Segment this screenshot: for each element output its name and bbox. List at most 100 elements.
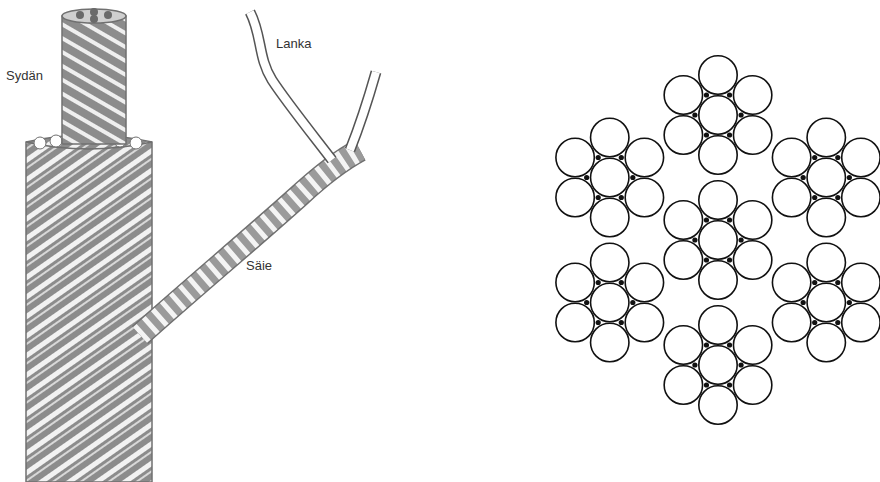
wire-interstice (801, 175, 806, 180)
wire-interstice (596, 195, 601, 200)
wire-section (733, 116, 771, 154)
wire-interstice (630, 300, 635, 305)
wire-interstice (596, 320, 601, 325)
wire-section (807, 118, 845, 156)
wire-section (733, 241, 771, 279)
wire-section (733, 326, 771, 364)
wire-interstice (812, 155, 817, 160)
wire-interstice (704, 342, 709, 347)
wire-interstice (835, 195, 840, 200)
wire-section (625, 303, 663, 341)
wire-interstice (596, 280, 601, 285)
wire-section (591, 158, 629, 196)
rope-core (62, 16, 126, 144)
wire-section (842, 263, 880, 301)
wire-interstice (738, 112, 743, 117)
strand-twist (140, 150, 360, 335)
core-top (62, 9, 126, 23)
wire-section (591, 323, 629, 361)
wire-section (664, 366, 702, 404)
wire-section (625, 138, 663, 176)
wire-interstice (704, 92, 709, 97)
wire-section (699, 56, 737, 94)
wire-section (625, 263, 663, 301)
wire-section (664, 201, 702, 239)
wire-interstice (847, 175, 852, 180)
wire-interstice (619, 195, 624, 200)
wire (250, 12, 332, 160)
wire-interstice (738, 362, 743, 367)
wire-interstice (584, 300, 589, 305)
wire-interstice (835, 320, 840, 325)
wire-section (699, 261, 737, 299)
wire-interstice (704, 382, 709, 387)
wire-section (733, 366, 771, 404)
wire-section (733, 76, 771, 114)
wire-section (772, 138, 810, 176)
wire-section (807, 243, 845, 281)
wire-interstice (727, 92, 732, 97)
wire-section (699, 221, 737, 259)
part-label: Sydän (6, 68, 43, 84)
strand-outline (140, 150, 360, 335)
wire-section (556, 138, 594, 176)
part-label: Säie (246, 258, 272, 274)
wire-interstice (812, 195, 817, 200)
wire-section (699, 306, 737, 344)
wire-interstice (704, 257, 709, 262)
rope-body (26, 135, 152, 482)
wire-section (591, 118, 629, 156)
wire-interstice (847, 300, 852, 305)
wire-interstice (812, 280, 817, 285)
wire-outline (350, 72, 376, 150)
wire-section (699, 96, 737, 134)
wire-section (842, 303, 880, 341)
wire-section (807, 198, 845, 236)
wire-interstice (596, 155, 601, 160)
wire-section (591, 198, 629, 236)
wire-section (699, 346, 737, 384)
wire-section (664, 76, 702, 114)
wire-section (807, 158, 845, 196)
strand-fill (140, 150, 360, 335)
wire-interstice (619, 280, 624, 285)
wire-interstice (727, 257, 732, 262)
wire-section (772, 178, 810, 216)
wire-section (664, 241, 702, 279)
wire-section (664, 116, 702, 154)
wire-interstice (812, 320, 817, 325)
wire-section (625, 178, 663, 216)
wire-interstice (801, 300, 806, 305)
wire-section (556, 303, 594, 341)
wire-interstice (704, 132, 709, 137)
wire-section (772, 303, 810, 341)
wire-section (842, 178, 880, 216)
wire-section (699, 136, 737, 174)
wire-section (772, 263, 810, 301)
wire-interstice (704, 217, 709, 222)
wire-section (733, 201, 771, 239)
wire-interstice (727, 342, 732, 347)
wire-section (556, 263, 594, 301)
wire-interstice (727, 217, 732, 222)
rope-cross-section (556, 56, 880, 424)
wire-interstice (727, 132, 732, 137)
part-label: Lanka (276, 36, 311, 52)
wire-section (842, 138, 880, 176)
wire (350, 72, 376, 150)
wire-interstice (584, 175, 589, 180)
wire-interstice (835, 280, 840, 285)
wire-section (699, 181, 737, 219)
wire-interstice (727, 382, 732, 387)
core-wire-ends (76, 8, 112, 23)
wire-interstice (619, 155, 624, 160)
wire-section (591, 283, 629, 321)
wire-section (699, 386, 737, 424)
wire-interstice (619, 320, 624, 325)
wire-interstice (630, 175, 635, 180)
wire-section (591, 243, 629, 281)
wire-section (556, 178, 594, 216)
wire-interstice (738, 237, 743, 242)
